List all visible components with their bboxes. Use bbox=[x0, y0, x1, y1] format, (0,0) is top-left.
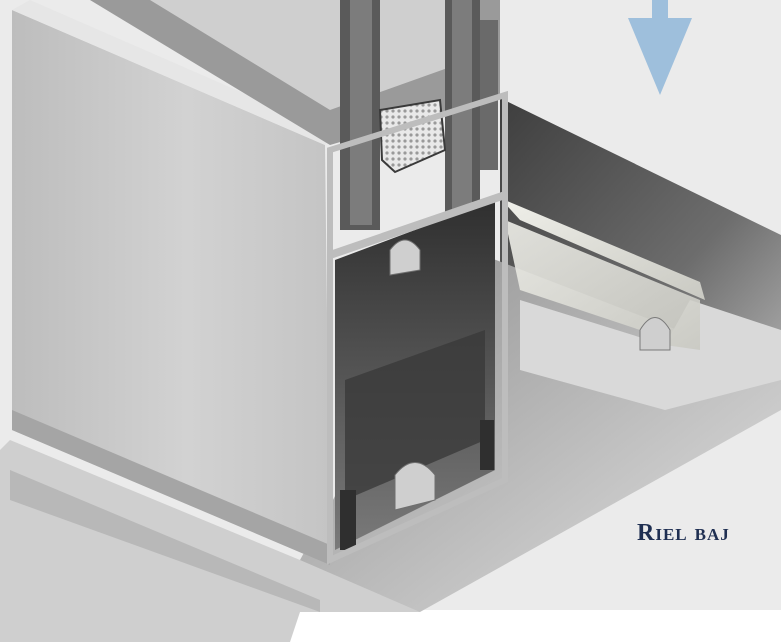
sash-front-face bbox=[12, 0, 335, 565]
sash-frame-rim bbox=[327, 90, 508, 565]
arrow-down-icon bbox=[628, 0, 692, 95]
caption-label: Riel baj bbox=[637, 520, 730, 546]
base-plate bbox=[0, 440, 420, 642]
sash-chamber bbox=[335, 200, 495, 550]
